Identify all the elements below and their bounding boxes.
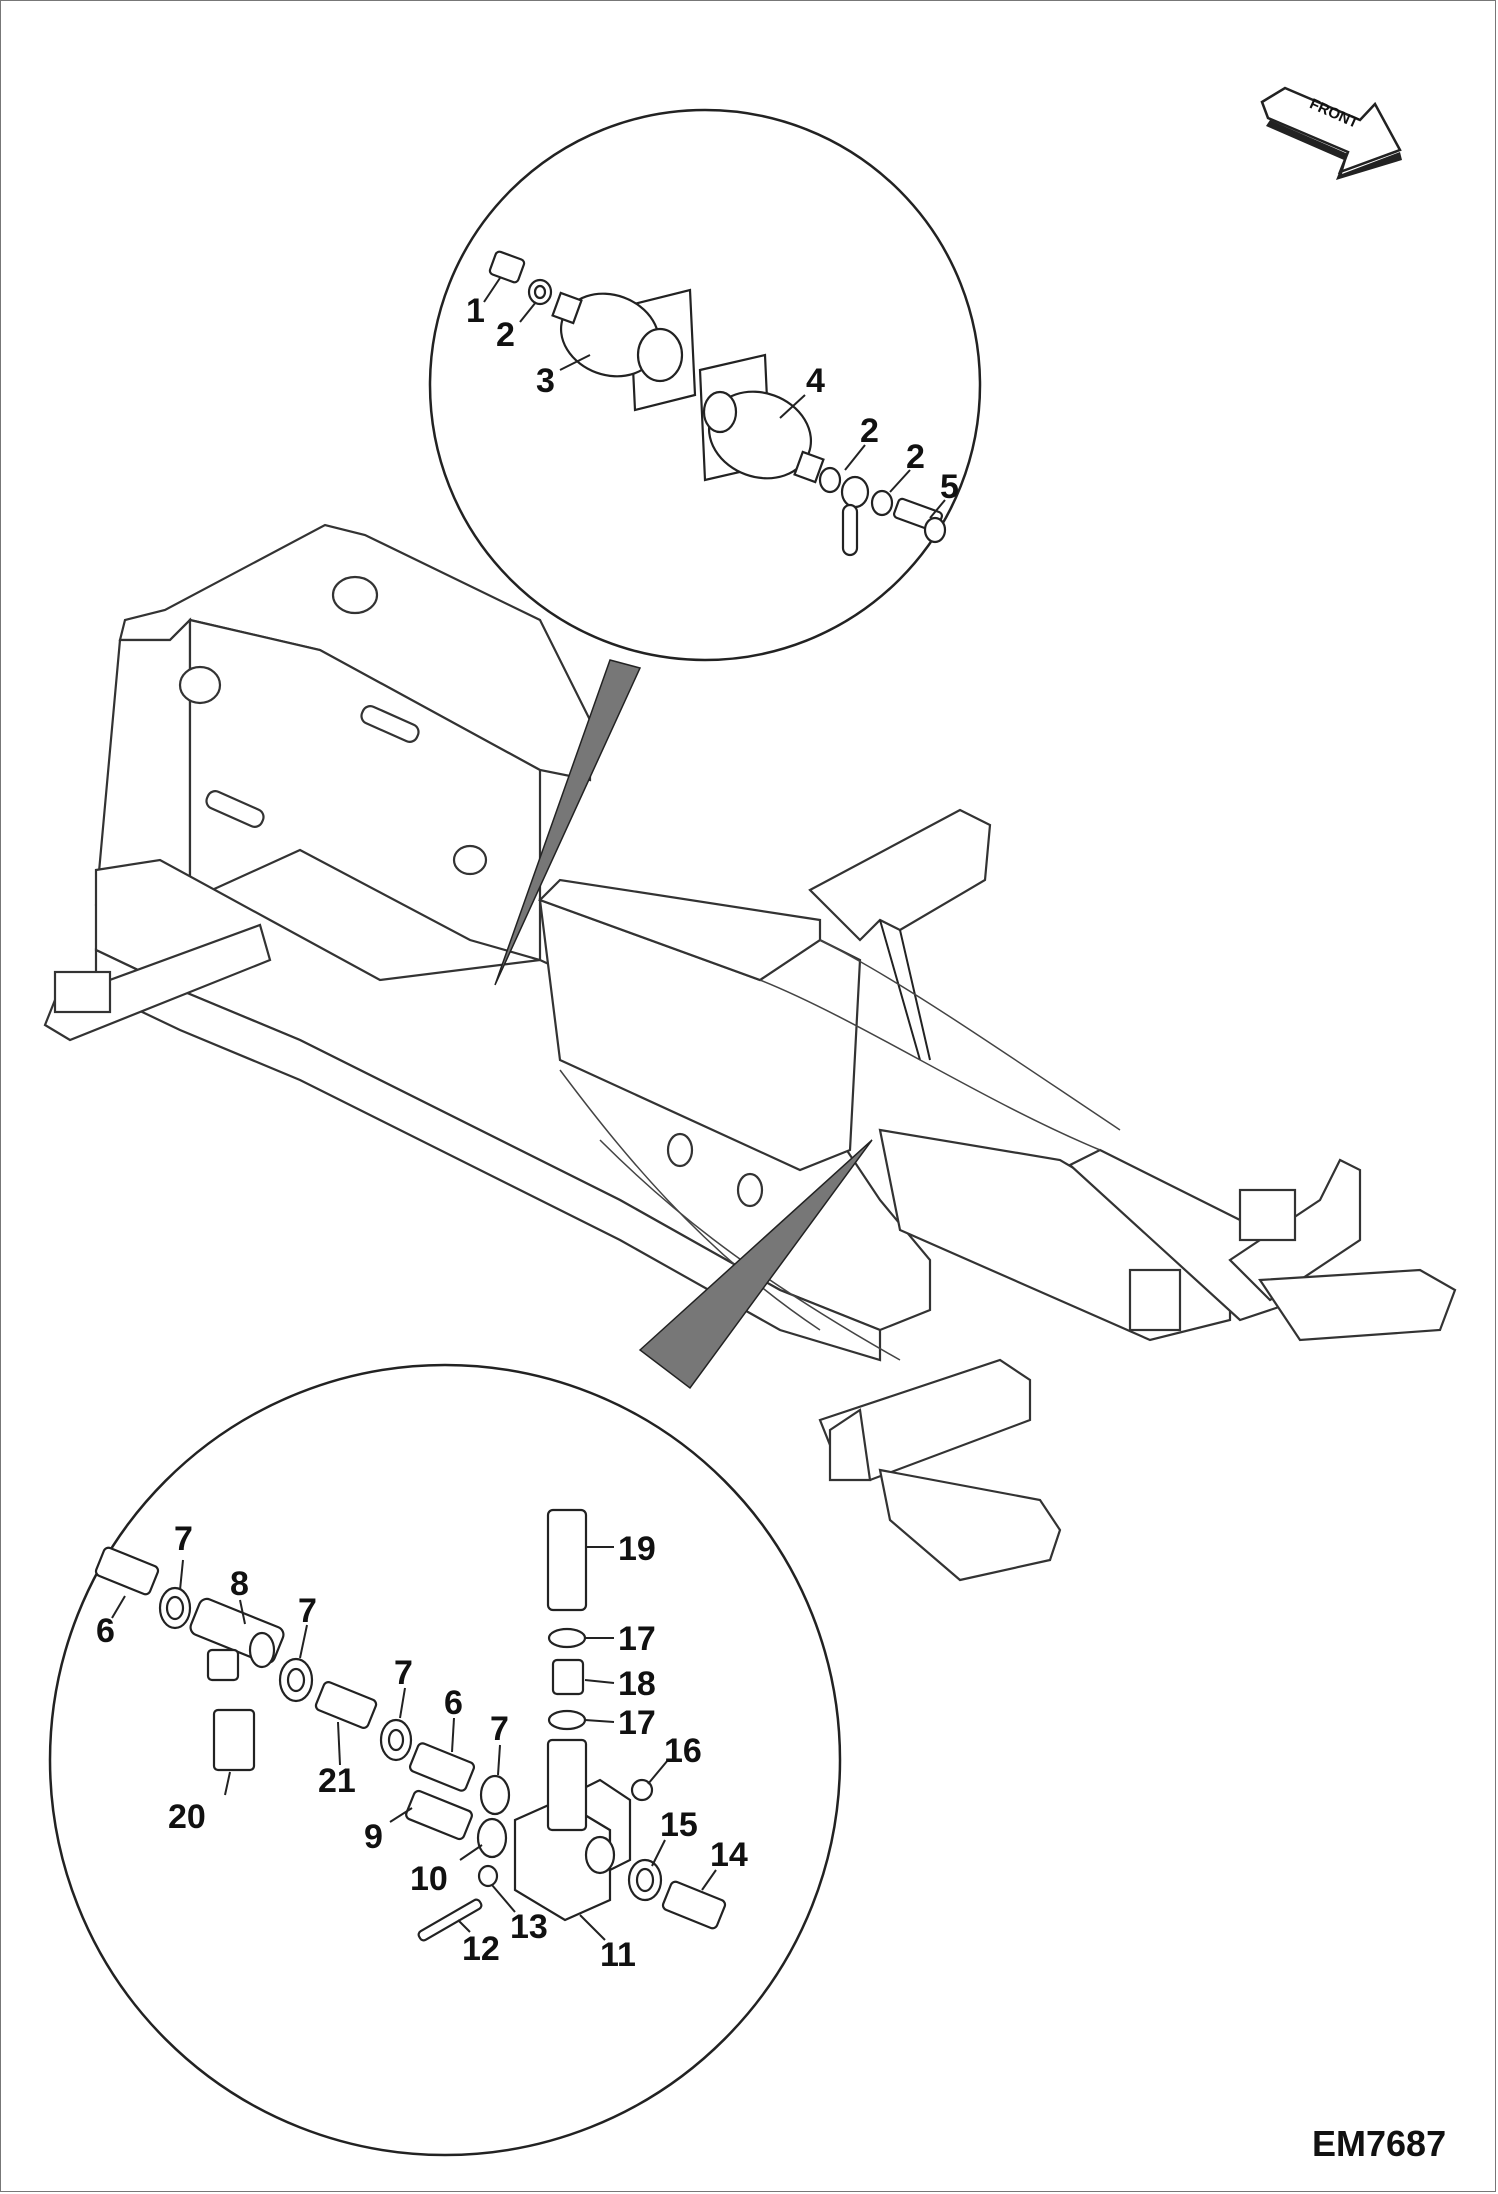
callout-18: 18 xyxy=(618,1665,656,1703)
upper-callouts: 1 2 3 4 2 2 5 xyxy=(466,292,959,506)
callout-5: 5 xyxy=(940,468,959,506)
callout-8: 8 xyxy=(230,1565,249,1603)
callout-2c: 2 xyxy=(906,438,925,476)
callout-19: 19 xyxy=(618,1530,656,1568)
callout-17a: 17 xyxy=(618,1620,656,1658)
callout-15: 15 xyxy=(660,1806,698,1844)
callout-16: 16 xyxy=(664,1732,702,1770)
callout-4: 4 xyxy=(806,362,825,400)
callout-17b: 17 xyxy=(618,1704,656,1742)
callout-9: 9 xyxy=(364,1818,383,1856)
callout-10: 10 xyxy=(410,1860,448,1898)
callout-7a: 7 xyxy=(174,1520,193,1558)
detail-pointer-upper xyxy=(494,659,642,986)
callout-7d: 7 xyxy=(490,1710,509,1748)
front-arrow-icon: FRONT xyxy=(1260,86,1402,180)
detail-pointer-lower xyxy=(638,1139,873,1390)
callout-1: 1 xyxy=(466,292,485,330)
callout-20: 20 xyxy=(168,1798,206,1836)
callout-2a: 2 xyxy=(496,316,515,354)
lower-leaders xyxy=(111,1546,717,1941)
callout-21: 21 xyxy=(318,1762,356,1800)
callout-6b: 6 xyxy=(444,1684,463,1722)
callout-7c: 7 xyxy=(394,1654,413,1692)
upper-leaders xyxy=(483,277,946,519)
callout-7b: 7 xyxy=(298,1592,317,1630)
figure-code: EM7687 xyxy=(1312,2123,1446,2164)
callout-11: 11 xyxy=(600,1936,636,1974)
callout-14: 14 xyxy=(710,1836,748,1874)
lower-callouts: 7 8 7 7 6 7 6 20 21 9 10 12 13 11 14 15 … xyxy=(96,1520,748,1974)
valve-block-assembly xyxy=(94,1508,727,1942)
callout-12: 12 xyxy=(462,1930,500,1968)
callout-6a: 6 xyxy=(96,1612,115,1650)
callout-2b: 2 xyxy=(860,412,879,450)
callout-3: 3 xyxy=(536,362,555,400)
callout-13: 13 xyxy=(510,1908,548,1946)
machine-frame xyxy=(43,523,1457,1582)
